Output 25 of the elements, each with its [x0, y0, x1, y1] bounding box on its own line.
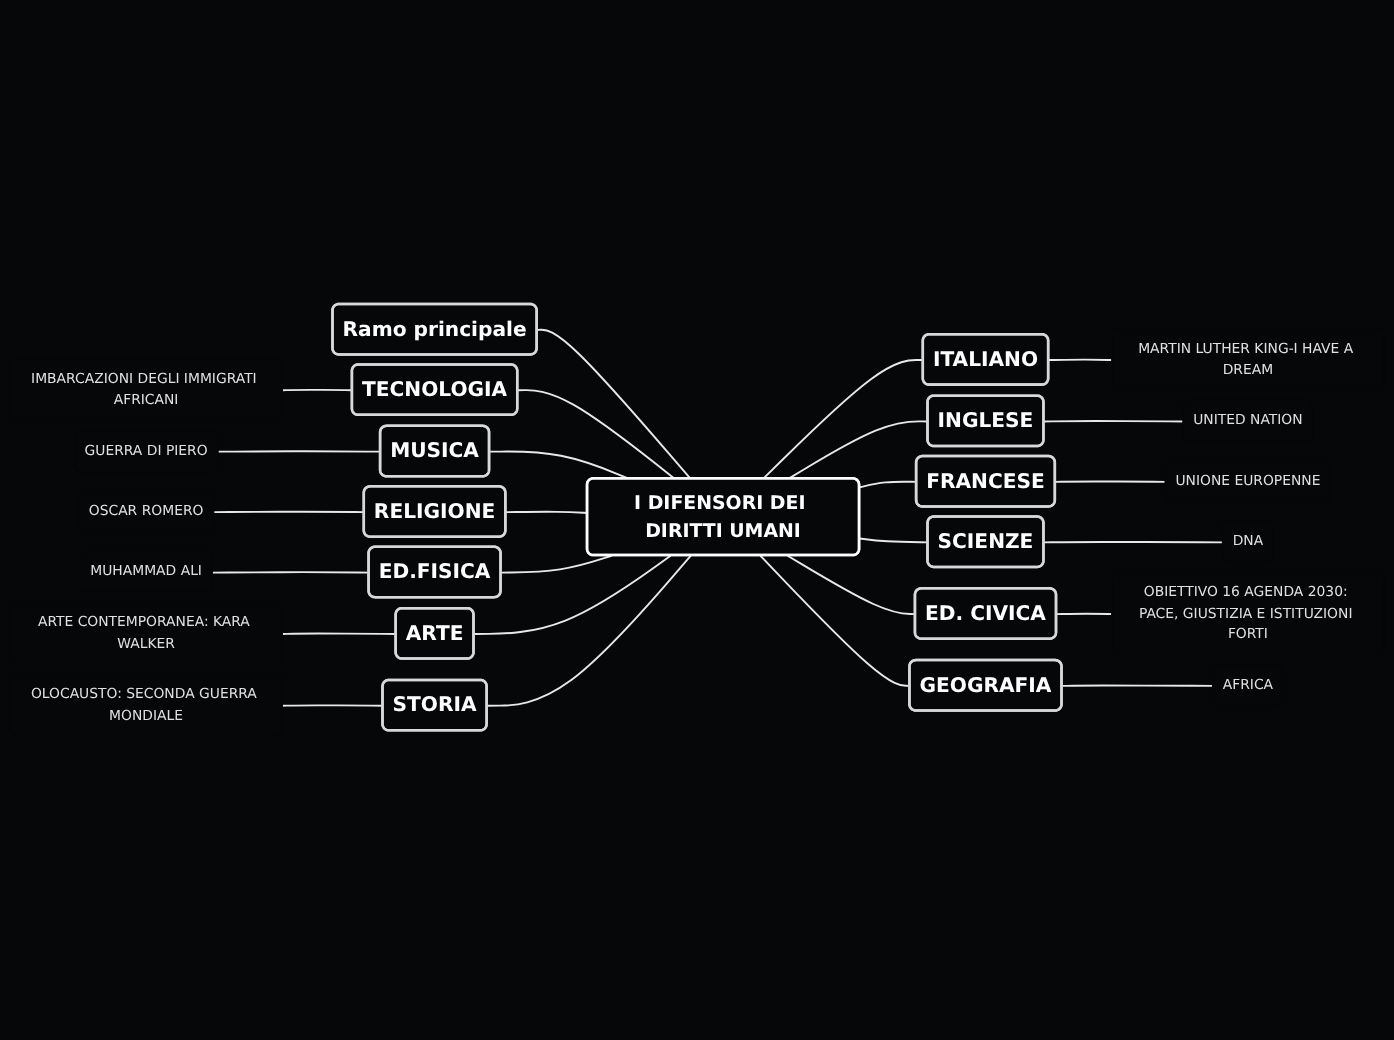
connector [762, 359, 925, 480]
connector [786, 554, 917, 616]
connector [1043, 420, 1185, 423]
connector [505, 510, 589, 514]
connector [488, 450, 631, 480]
connector [858, 480, 918, 489]
connector [787, 420, 930, 480]
connector [1047, 358, 1114, 361]
connector [281, 388, 354, 392]
connector [213, 510, 366, 514]
connector [217, 450, 382, 453]
connector [858, 537, 930, 544]
connector [1061, 684, 1215, 687]
connector [536, 328, 692, 480]
connector [500, 554, 613, 574]
connector [211, 571, 371, 574]
connector [1055, 612, 1114, 616]
connector [473, 554, 672, 635]
connector [486, 554, 692, 707]
connector [516, 389, 676, 480]
connector [759, 554, 911, 687]
connector [281, 632, 398, 635]
connector [1054, 480, 1167, 483]
connector [281, 704, 385, 707]
connector [1043, 541, 1225, 544]
